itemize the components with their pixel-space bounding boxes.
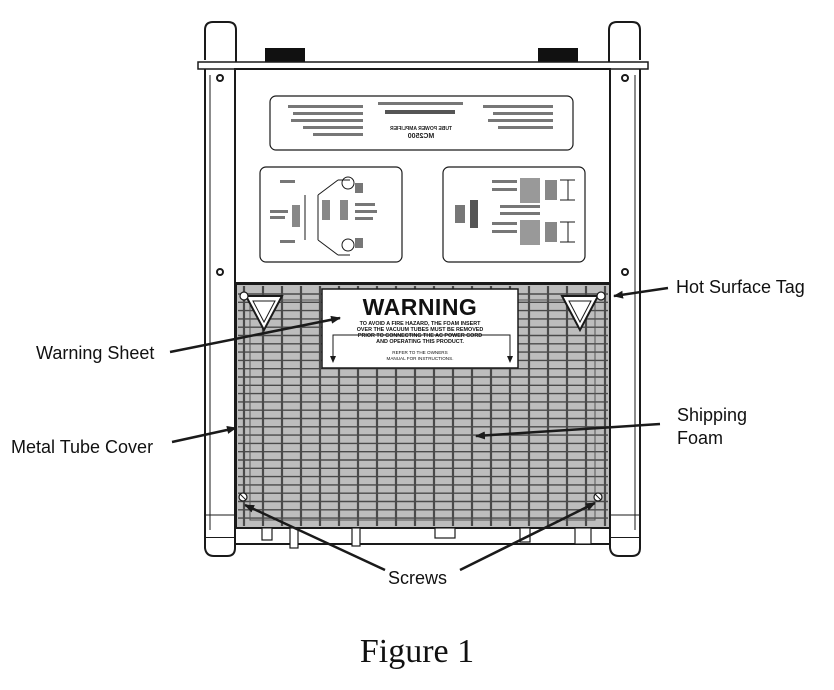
schematic-panel-right — [442, 166, 586, 263]
label-shipping-foam-1: Shipping — [677, 405, 748, 425]
arrow-metal-tube-cover — [171, 426, 237, 444]
warning-line-4: AND OPERATING THIS PRODUCT. — [376, 339, 464, 345]
arrow-warning-sheet — [169, 315, 341, 354]
grille — [238, 286, 608, 526]
arrow-shipping-foam — [475, 422, 661, 440]
warning-note-1: REFER TO THE OWNERS — [392, 350, 448, 355]
label-metal-tube-cover: Metal Tube Cover — [11, 437, 154, 457]
rating-label: MC2500 TUBE POWER AMPLIFIER — [269, 95, 574, 151]
warning-line-3: PRIOR TO CONNECTING THE AC POWER CORD — [357, 333, 483, 339]
warning-line-1: TO AVOID A FIRE HAZARD, THE FOAM INSERT — [359, 321, 481, 327]
warning-title: WARNING — [362, 294, 478, 320]
left-handle — [204, 21, 237, 557]
transformer-cap-right — [538, 48, 578, 62]
arrow-hot-surface — [613, 286, 669, 299]
rail-screws — [216, 74, 629, 276]
label-shipping-foam-2: Foam — [677, 428, 724, 448]
figure-caption: Figure 1 — [359, 633, 475, 670]
right-handle — [608, 21, 641, 557]
callout-arrows — [169, 286, 669, 572]
cover-screw-left — [238, 492, 248, 502]
label-screws: Screws — [388, 568, 448, 588]
hot-surface-tag-left — [239, 291, 284, 333]
label-hot-surface-tag: Hot Surface Tag — [676, 277, 805, 297]
label-product: TUBE POWER AMPLIFIER — [390, 126, 452, 132]
chassis-top-rim — [197, 61, 649, 70]
arrow-screw-left — [244, 503, 386, 572]
warning-line-2: OVER THE VACUUM TUBES MUST BE REMOVED — [356, 327, 484, 333]
label-model: MC2500 — [408, 133, 435, 140]
transformer-cap-left — [265, 48, 305, 62]
schematic-panel-left — [259, 166, 403, 263]
label-warning-sheet: Warning Sheet — [36, 343, 155, 363]
cover-screw-right — [593, 492, 603, 502]
hot-surface-tag-right — [560, 291, 606, 333]
warning-sheet — [321, 288, 519, 369]
warning-note-2: MANUAL FOR INSTRUCTIONS. — [386, 356, 454, 361]
arrow-screw-right — [459, 501, 596, 572]
